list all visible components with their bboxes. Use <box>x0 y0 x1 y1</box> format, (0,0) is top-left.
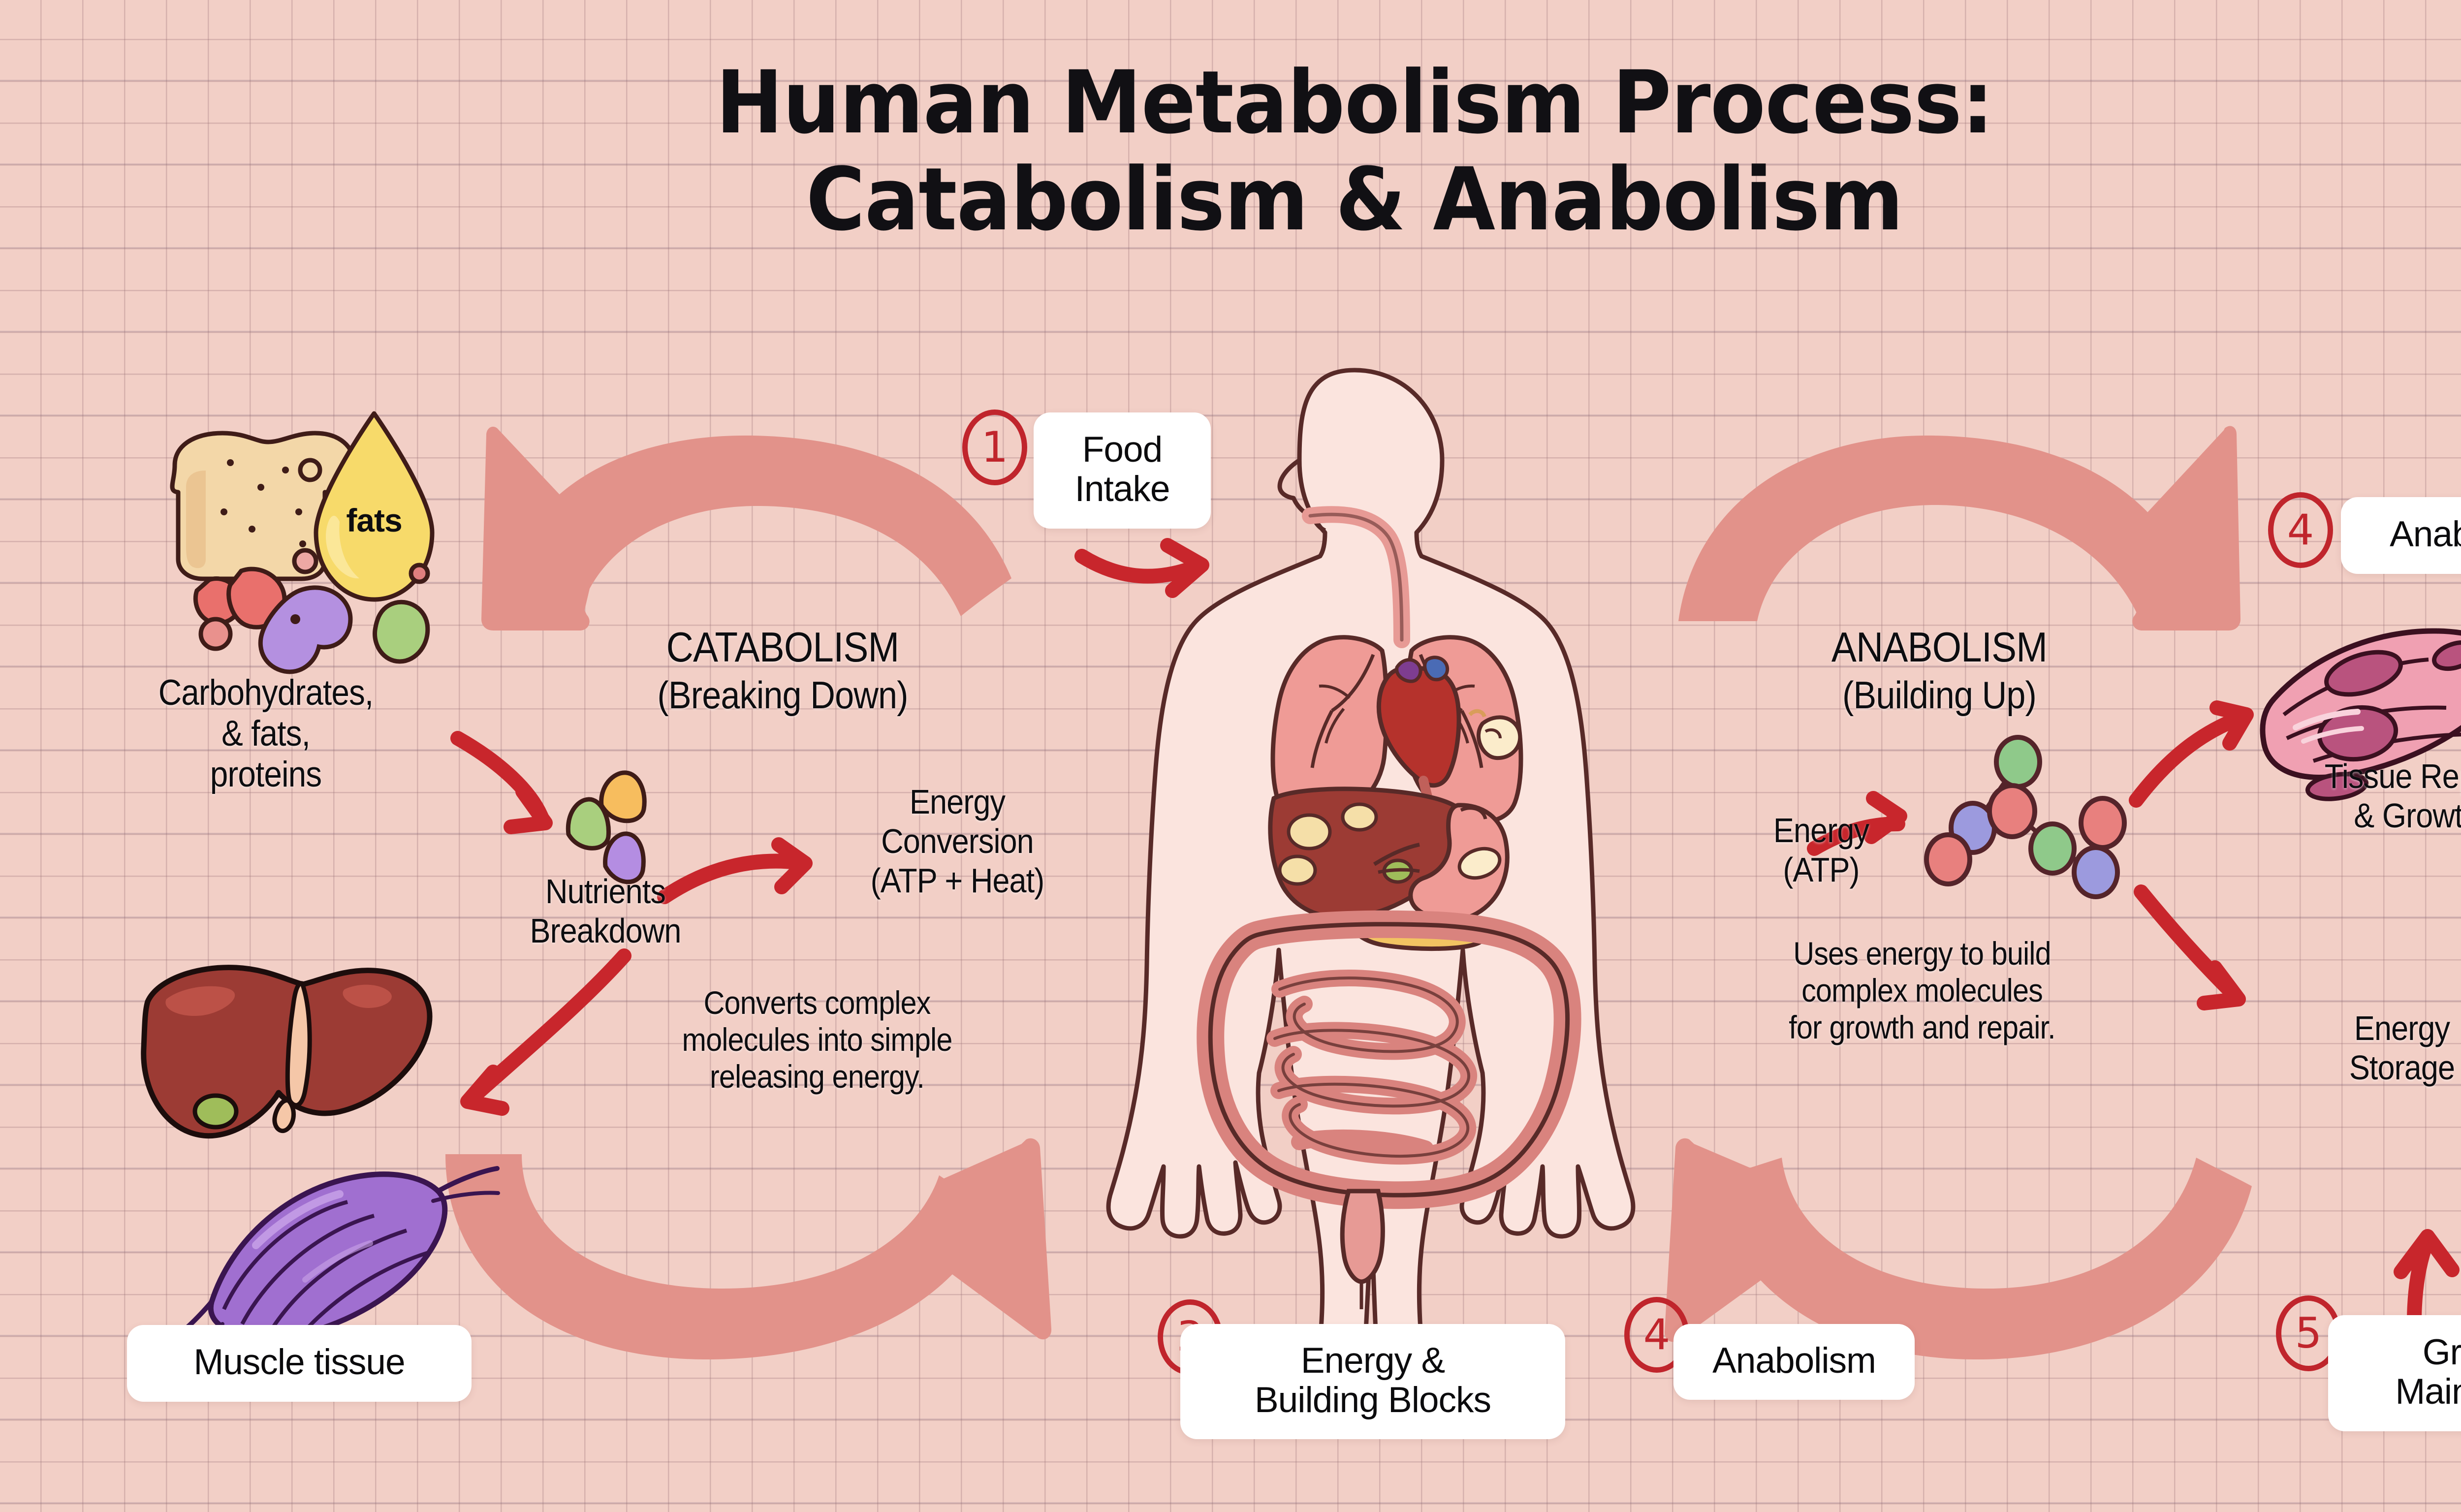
anabolism-subheading: (Building Up) <box>1842 673 2037 717</box>
molecule-chain-icon <box>1924 735 2127 899</box>
big-arrow-top-right <box>1678 426 2240 630</box>
step-badge-4-top: 4 <box>2268 492 2333 568</box>
page-title: Human Metabolism Process: Catabolism & A… <box>95 54 2461 248</box>
catabolism-heading: CATABOLISM <box>666 624 900 671</box>
callout-anabolism-bottom[interactable]: Anabolism <box>1673 1324 1915 1400</box>
muscle-cell-icon <box>2260 628 2461 801</box>
callout-food-intake[interactable]: Food Intake <box>1034 412 1211 529</box>
big-arrow-bottom-right <box>1664 1138 2252 1360</box>
anabolism-heading: ANABOLISM <box>1831 624 2048 671</box>
callout-muscle-tissue[interactable]: Muscle tissue <box>127 1325 472 1402</box>
nutrients-breakdown-label: Nutrients Breakdown <box>530 872 681 950</box>
liver-icon <box>141 965 433 1139</box>
fats-icon-label: fats <box>346 502 402 538</box>
step-badge-1-number: 1 <box>981 423 1009 472</box>
bread-slice-icon <box>170 431 357 581</box>
carbohydrates-label: Carbohydrates, & fats, proteins <box>158 673 374 795</box>
anabolism-description: Uses energy to build complex molecules f… <box>1789 935 2055 1046</box>
catabolism-description: Converts complex molecules into simple r… <box>682 984 953 1095</box>
human-body-organs-icon <box>1106 368 1636 1377</box>
energy-conversion-label: Energy Conversion (ATP + Heat) <box>870 783 1045 900</box>
fat-droplet-icon <box>314 411 435 602</box>
energy-storage-label: Energy Storage <box>2349 1009 2455 1087</box>
step-badge-1: 1 <box>962 410 1027 485</box>
step-badge-4-bottom-number: 4 <box>1643 1310 1671 1359</box>
callout-energy-building-blocks[interactable]: Energy & Building Blocks <box>1180 1324 1565 1439</box>
title-line-1: Human Metabolism Process: <box>716 52 1994 153</box>
red-arrows-layer <box>450 538 2460 1386</box>
energy-atp-label: Energy (ATP) <box>1773 811 1869 889</box>
tissue-repair-label: Tissue Repair & Growth <box>2324 757 2461 835</box>
nutrient-molecules-icon <box>193 458 430 674</box>
step-badge-4-top-number: 4 <box>2287 505 2314 555</box>
title-line-2: Catabolism & Anabolism <box>806 149 1904 251</box>
catabolism-subheading: (Breaking Down) <box>657 673 908 717</box>
step-badge-5-number: 5 <box>2295 1309 2322 1358</box>
big-arrow-top-left <box>481 426 1011 630</box>
callout-growth-maintenance[interactable]: Growth & Maintenance <box>2328 1315 2461 1431</box>
callout-anabolism-top[interactable]: Anabolism <box>2341 497 2461 574</box>
nutrient-wedges-icon <box>566 770 647 884</box>
big-arrow-bottom-left <box>445 1138 1052 1360</box>
